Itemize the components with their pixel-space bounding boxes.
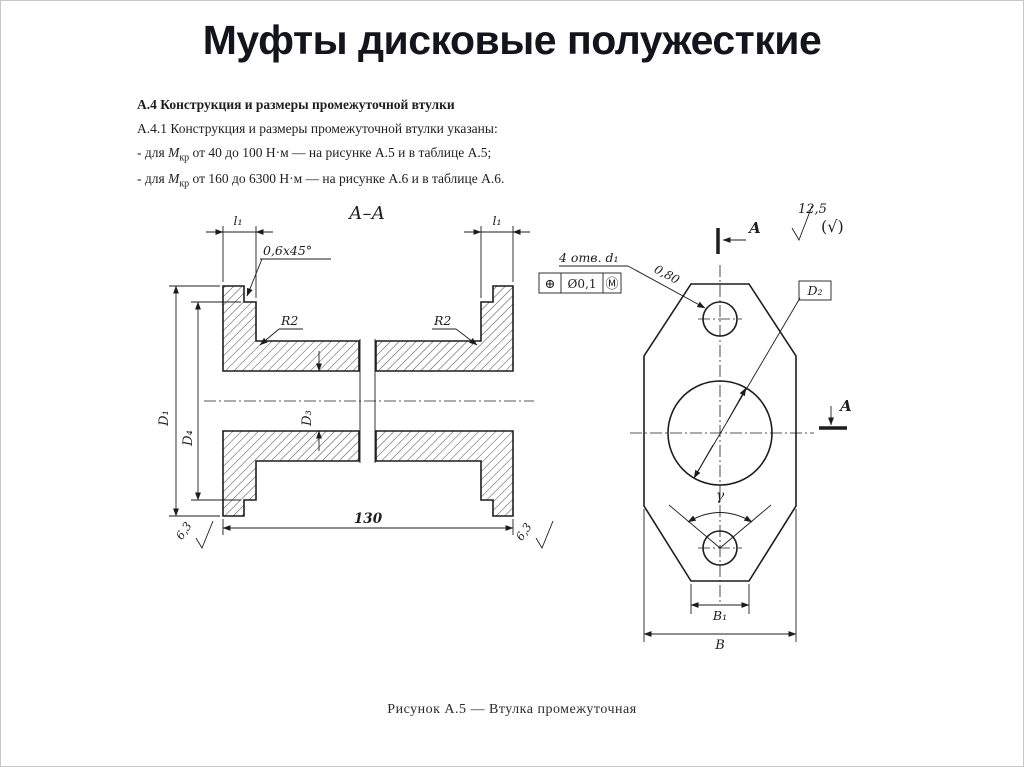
page-title: Муфты дисковые полужесткие bbox=[202, 17, 822, 63]
roughness-right-label: 6,3 bbox=[513, 520, 535, 543]
alt-roughness-symbol: (√) bbox=[821, 217, 844, 236]
dim-d4-label: D₄ bbox=[181, 430, 196, 447]
spec-item-1-prefix: - для bbox=[137, 144, 169, 160]
spec-item-2-prefix: - для bbox=[137, 171, 169, 187]
fcf-material-modifier: Ⓜ bbox=[605, 277, 618, 292]
spec-item-2: - для Мкр от 160 до 6300 Н·м — на рисунк… bbox=[137, 169, 504, 192]
figure-caption: Рисунок А.5 — Втулка промежуточная bbox=[387, 702, 637, 717]
spec-item-1: - для Мкр от 40 до 100 Н·м — на рисунке … bbox=[137, 143, 504, 166]
chamfer-note: 0,6x45° bbox=[263, 243, 312, 258]
fillet-note-left: R2 bbox=[280, 313, 298, 328]
dim-d3-label: D₃ bbox=[300, 410, 315, 427]
section-upper-left-solid bbox=[222, 285, 360, 372]
fcf-tolerance-value: Ø0,1 bbox=[568, 277, 597, 291]
section-arrow-label-top: А bbox=[748, 219, 761, 237]
section-lower-right-solid bbox=[375, 430, 514, 517]
spec-text-block: А.4 Конструкция и размеры промежуточной … bbox=[137, 95, 504, 195]
feature-control-frame bbox=[538, 272, 622, 294]
spec-item-2-rest: от 160 до 6300 Н·м — на рисунке А.6 и в … bbox=[189, 171, 505, 187]
torque-symbol-1: М bbox=[168, 144, 180, 160]
dim-b-label: B bbox=[714, 638, 725, 653]
fillet-note-right: R2 bbox=[433, 313, 451, 328]
spec-heading: А.4 Конструкция и размеры промежуточной … bbox=[137, 97, 455, 112]
dim-d1-label: D₁ bbox=[157, 410, 172, 427]
dim-l1-left-label: l₁ bbox=[233, 213, 242, 228]
dim-d2-label: D₂ bbox=[806, 283, 822, 298]
dim-l1-right-label: l₁ bbox=[492, 213, 501, 228]
section-arrow-label-right: А bbox=[839, 397, 852, 415]
roughness-check-left bbox=[195, 520, 214, 550]
chamfer-080-label: 0,80 bbox=[652, 262, 682, 287]
section-view-label: А–А bbox=[347, 203, 385, 224]
section-view: А–А l₁ l₁ 0,6x45° R2 R2 D₁ D₄ D₃ 130 6,3… bbox=[157, 203, 554, 550]
roughness-check-general bbox=[791, 205, 813, 242]
dim-b1-label: B₁ bbox=[712, 608, 727, 623]
fcf-position-symbol: ⊕ bbox=[545, 277, 556, 292]
torque-subscript-2: кр bbox=[179, 178, 190, 190]
spec-intro: А.4.1 Конструкция и размеры промежуточно… bbox=[137, 120, 498, 136]
general-roughness-value: 12,5 bbox=[798, 202, 827, 217]
roughness-check-right bbox=[535, 520, 554, 550]
torque-symbol-2: М bbox=[168, 171, 180, 187]
dim-length-label: 130 bbox=[354, 511, 383, 527]
torque-subscript-1: кр bbox=[179, 152, 190, 164]
section-lower-left-solid bbox=[222, 430, 360, 517]
holes-count-note: 4 отв. d₁ bbox=[558, 250, 619, 265]
roughness-left-label: 6,3 bbox=[173, 519, 195, 542]
spec-item-1-rest: от 40 до 100 Н·м — на рисунке А.5 и в та… bbox=[189, 144, 492, 160]
gamma-angle-label: γ bbox=[716, 488, 725, 504]
section-upper-right-solid bbox=[375, 285, 514, 372]
flange-outline bbox=[643, 283, 797, 582]
front-view: 4 отв. d₁ ⊕ Ø0,1 Ⓜ 0,80 D₂ А А γ B₁ B 12… bbox=[538, 202, 852, 653]
d2-frame bbox=[798, 280, 832, 301]
